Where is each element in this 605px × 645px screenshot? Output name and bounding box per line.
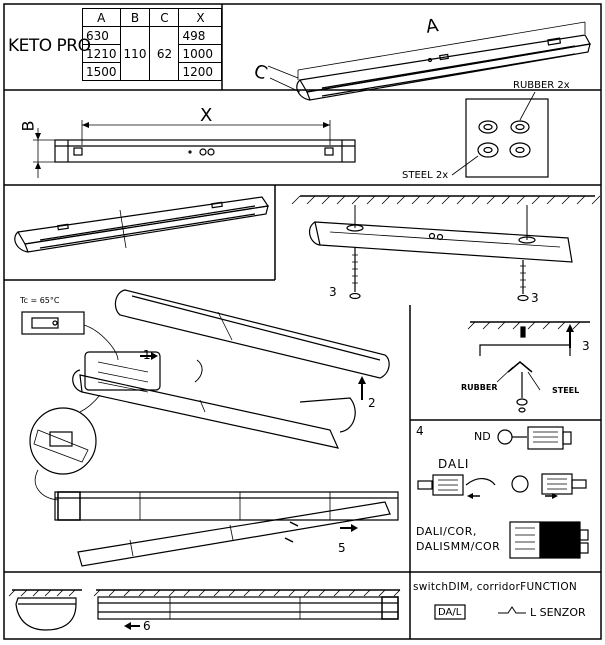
row2-a: 1210: [82, 44, 121, 63]
header-x: X: [178, 8, 223, 27]
product-name: KETO PRO: [8, 36, 91, 56]
washer-parts-box: [451, 91, 549, 178]
mounting-detail: [467, 321, 590, 413]
wiring-nd-label: ND: [474, 430, 491, 443]
wiring-diagrams: [417, 426, 589, 620]
c-value: 62: [149, 26, 180, 81]
fixture-isometric-left: [14, 196, 270, 253]
ceiling-mount-view: [291, 195, 601, 302]
row2-x: 1000: [178, 44, 223, 63]
row3-a: 1500: [82, 62, 121, 81]
step-4: 4: [416, 424, 424, 438]
panel-frames: [3, 3, 602, 640]
b-value: 110: [119, 26, 151, 81]
step-6: 6: [143, 619, 151, 633]
fixture-isometric-top: [267, 21, 591, 101]
fixture-bottom-view: [93, 589, 401, 630]
sensor-label: L SENZOR: [530, 606, 586, 619]
fixture-front-view: [33, 120, 356, 178]
steel-label: STEEL 2x: [402, 170, 449, 181]
step-5: 5: [338, 541, 346, 555]
mount-steel-label: STEEL: [552, 386, 580, 395]
row3-x: 1200: [178, 62, 223, 81]
temperature-label: Tc = 65°C: [20, 296, 60, 305]
row1-x: 498: [178, 26, 223, 45]
step-3-detail: 3: [582, 339, 590, 353]
row1-a: 630: [82, 26, 121, 45]
dimension-label-a: A: [424, 15, 440, 38]
dal-label: DA/L: [438, 607, 462, 618]
step-3-right: 3: [531, 291, 539, 305]
step-2: 2: [368, 396, 376, 410]
functions-title: switchDIM, corridorFUNCTION: [413, 581, 578, 593]
header-b: B: [119, 8, 151, 27]
dimension-table: A B C X 630 110 62 498 1210 1000 1500 12…: [82, 8, 223, 81]
header-a: A: [82, 8, 121, 27]
wiring-dali-cor-line2: DALISMM/COR: [416, 540, 501, 553]
dimension-label-b: B: [18, 120, 38, 132]
mount-rubber-label: RUBBER: [461, 383, 498, 392]
wiring-dali-cor-line1: DALI/COR,: [416, 525, 477, 538]
diffuser-removal-view: [21, 289, 399, 567]
profile-section-view: [8, 589, 82, 631]
step-3-left: 3: [329, 285, 337, 299]
rubber-label: RUBBER 2x: [513, 80, 570, 91]
dimension-label-x: X: [200, 105, 213, 126]
wiring-dali-label: DALI: [438, 457, 470, 471]
header-c: C: [149, 8, 180, 27]
step-1: 1: [143, 348, 151, 362]
